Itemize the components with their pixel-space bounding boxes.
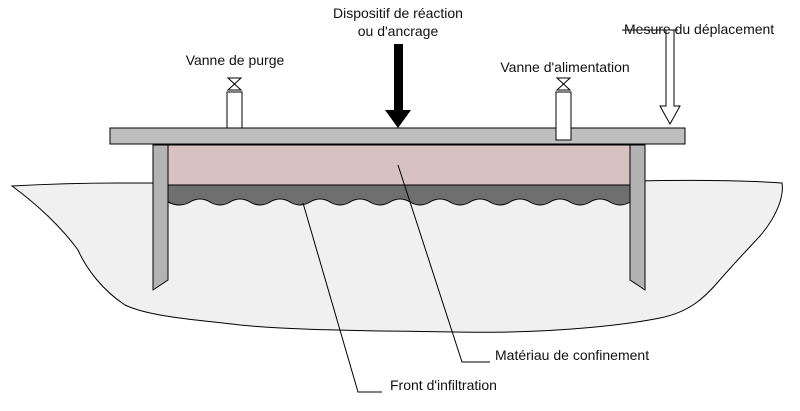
feed-valve-pipe xyxy=(555,91,572,141)
ring-wall-left xyxy=(152,144,169,291)
confinement-material xyxy=(167,144,631,186)
wetted-zone xyxy=(167,184,631,206)
label-confinement-material: Matériau de confinement xyxy=(495,347,649,363)
reaction-force-arrow-icon xyxy=(385,44,411,128)
label-reaction-line1: Dispositif de réaction xyxy=(333,5,463,21)
displacement-arrow-icon xyxy=(659,29,681,126)
displacement-arrow xyxy=(622,29,681,126)
purge-valve-pipe xyxy=(226,91,243,129)
soil-mass xyxy=(10,179,783,333)
leader-infiltration-front xyxy=(302,202,382,393)
label-displacement: Mesure du déplacement xyxy=(624,21,774,37)
ring-wall-right xyxy=(629,144,646,291)
label-purge-valve: Vanne de purge xyxy=(186,52,285,68)
label-reaction-line2: ou d'ancrage xyxy=(358,23,439,39)
feed-valve-handle-icon xyxy=(555,77,572,91)
feed-valve xyxy=(555,77,572,141)
leader-confinement-material xyxy=(397,164,490,363)
label-infiltration-front: Front d'infiltration xyxy=(390,377,497,393)
purge-valve xyxy=(226,77,243,129)
label-feed-valve: Vanne d'alimentation xyxy=(500,59,629,75)
top-plate xyxy=(109,127,686,145)
purge-valve-handle-icon xyxy=(226,77,243,91)
